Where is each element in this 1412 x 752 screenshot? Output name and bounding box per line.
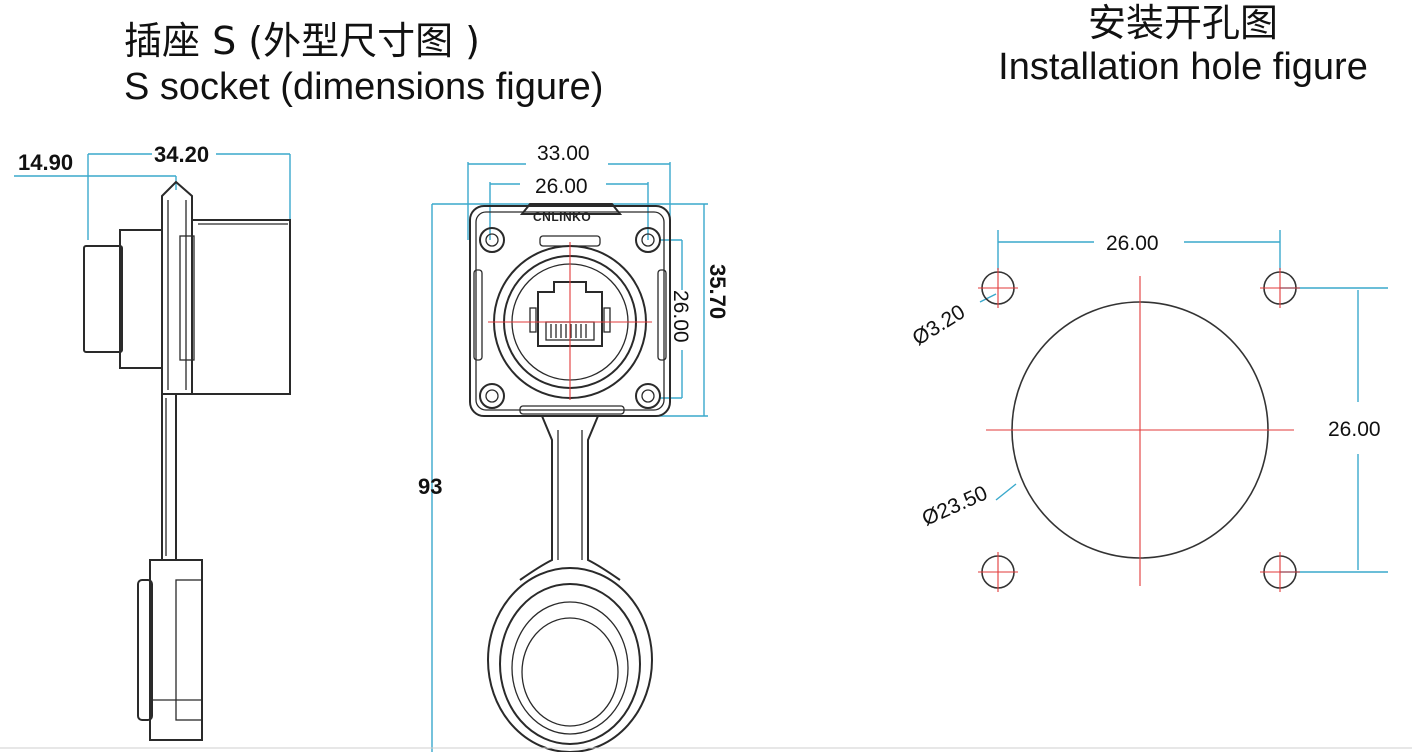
dim-side-length: 34.20 <box>154 142 209 167</box>
left-title: 插座 S (外型尺寸图 ) S socket (dimensions figur… <box>124 19 604 108</box>
right-title: 安装开孔图 Installation hole figure <box>968 1 1398 88</box>
brand-logo: CNLINKO <box>533 210 591 224</box>
dim-inst-center-dia: Ø23.50 <box>919 482 991 531</box>
dim-hole-spacing-h: 26.00 <box>535 175 588 198</box>
front-view <box>431 162 708 752</box>
side-view <box>14 153 291 741</box>
right-title-en: Installation hole figure <box>998 45 1368 88</box>
installation-view <box>978 230 1388 592</box>
dim-flange-width: 33.00 <box>537 142 590 165</box>
dim-side-depth: 14.90 <box>18 150 73 175</box>
right-title-cn: 安装开孔图 <box>1087 1 1278 45</box>
dim-inst-spacing-h: 26.00 <box>1106 232 1159 255</box>
dim-total-length: 93 <box>418 474 442 499</box>
dim-inst-hole-dia: Ø3.20 <box>908 300 969 350</box>
left-title-cn: 插座 S (外型尺寸图 ) <box>124 19 481 63</box>
dim-inst-spacing-v: 26.00 <box>1328 418 1381 441</box>
dim-hole-spacing-v: 26.00 <box>669 290 692 343</box>
left-title-en: S socket (dimensions figure) <box>124 65 604 108</box>
dim-flange-height: 35.70 <box>705 264 730 319</box>
